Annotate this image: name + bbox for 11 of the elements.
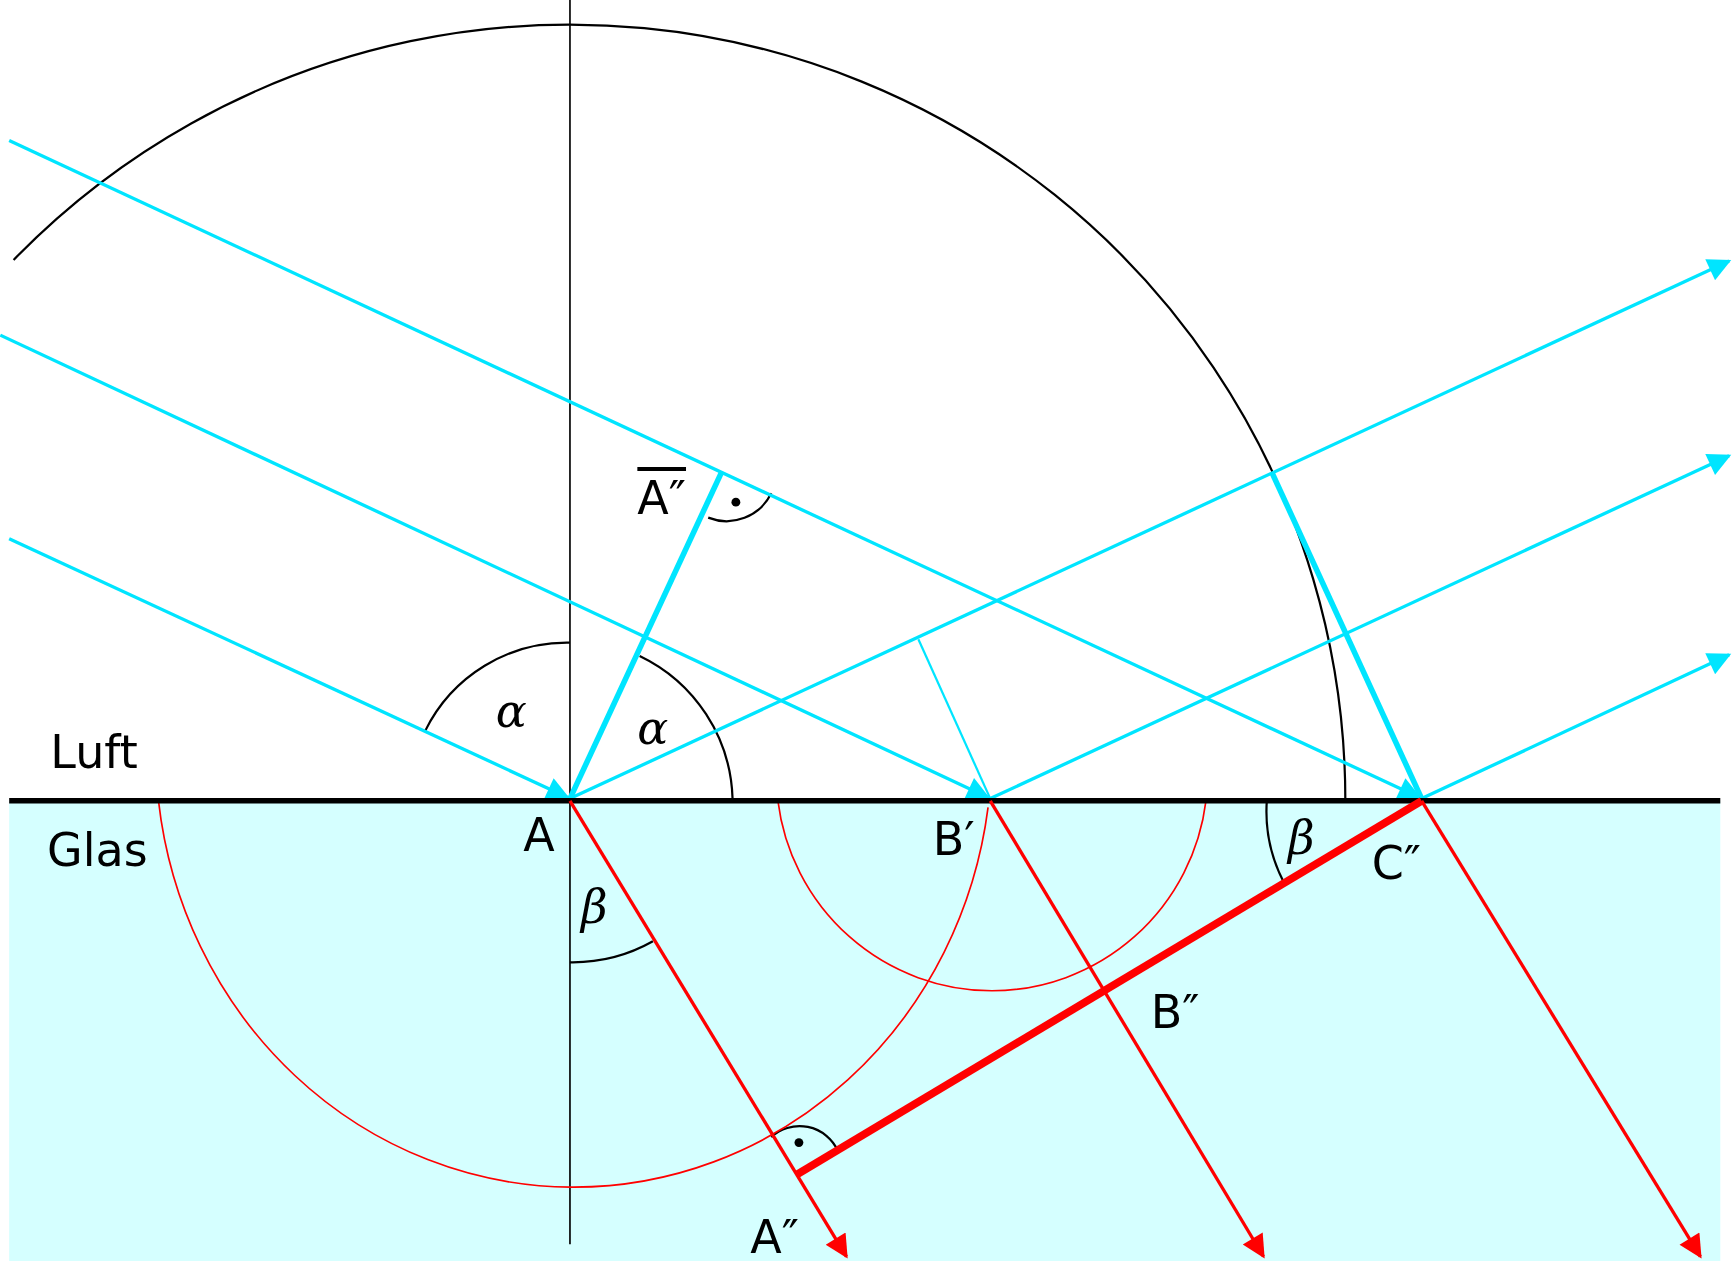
angle-label: α [637, 705, 669, 752]
point-label: B″ [1150, 989, 1200, 1036]
point-label: A″ [637, 474, 686, 521]
point-label: Glas [47, 826, 148, 873]
point-label: B′ [932, 815, 975, 862]
point-label: A″ [750, 1214, 799, 1261]
angle-label: α [495, 688, 527, 735]
point-label: C″ [1371, 840, 1422, 887]
point-label: A [523, 812, 555, 859]
angle-label: β [580, 884, 608, 931]
point-label: Luft [50, 729, 138, 776]
